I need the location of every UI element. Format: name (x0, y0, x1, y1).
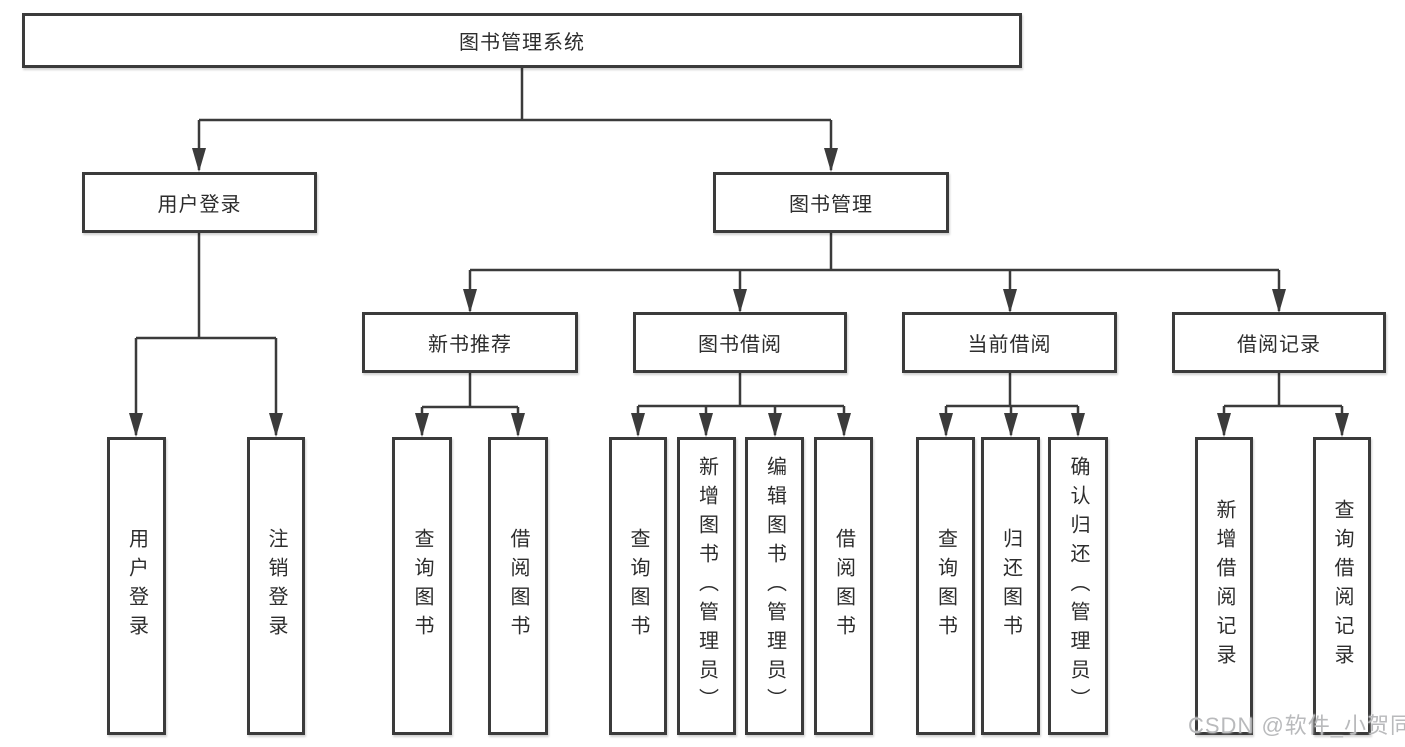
arrowheads (129, 148, 1349, 437)
node-label: 查询图书 (627, 528, 649, 644)
connector-root-to-level2 (197, 68, 833, 170)
leaf-user-login: 用户登录 (107, 437, 166, 735)
leaf-borrow-books: 借阅图书 (814, 437, 873, 735)
node-book-management: 图书管理 (713, 172, 949, 233)
arrow-down-icon (129, 413, 143, 437)
node-label: 归还图书 (999, 528, 1022, 644)
arrow-down-icon (1071, 413, 1085, 437)
node-label: 新书推荐 (428, 334, 512, 356)
arrow-down-icon (733, 289, 747, 313)
node-label: 编辑图书（管理员） (763, 455, 786, 717)
arrow-down-icon (824, 148, 838, 172)
csdn-watermark: CSDN @软件_小贺同学 (1188, 713, 1405, 738)
leaf-return-books: 归还图书 (981, 437, 1040, 735)
node-label: 查询图书 (934, 528, 957, 644)
node-label: 图书管理系统 (459, 32, 585, 54)
arrow-down-icon (415, 413, 429, 437)
connector-borrow-to-leaves (636, 373, 846, 435)
node-label: 借阅图书 (832, 528, 855, 644)
arrow-down-icon (1217, 413, 1231, 437)
node-label: 确认归还（管理员） (1067, 455, 1089, 717)
node-label: 新增借阅记录 (1213, 499, 1235, 673)
node-label: 借阅记录 (1237, 334, 1321, 356)
node-label: 图书借阅 (698, 334, 782, 356)
node-label: 注销登录 (265, 528, 287, 644)
arrow-down-icon (768, 413, 782, 437)
node-label: 图书管理 (789, 194, 873, 216)
node-label: 查询借阅记录 (1331, 499, 1353, 673)
arrow-down-icon (463, 289, 477, 313)
node-label: 当前借阅 (967, 334, 1052, 356)
arrow-down-icon (1004, 413, 1018, 437)
connector-bookmgmt-to-level3 (468, 233, 1281, 311)
arrow-down-icon (699, 413, 713, 437)
node-label: 用户登录 (157, 194, 242, 216)
node-library-management-system: 图书管理系统 (22, 13, 1022, 68)
arrow-down-icon (192, 148, 206, 172)
arrow-down-icon (511, 413, 525, 437)
leaf-query-books-current: 查询图书 (916, 437, 975, 735)
leaf-confirm-return-admin: 确认归还（管理员） (1048, 437, 1108, 735)
arrow-down-icon (1335, 413, 1349, 437)
arrow-down-icon (1272, 289, 1286, 313)
node-label: 查询图书 (411, 528, 433, 644)
arrow-down-icon (939, 413, 953, 437)
arrow-down-icon (837, 413, 851, 437)
node-current-borrowing: 当前借阅 (902, 312, 1117, 373)
node-label: 新增图书（管理员） (695, 455, 718, 717)
connector-newrec-to-leaves (420, 373, 520, 435)
connector-userlogin-to-leaves (134, 233, 278, 435)
leaf-query-borrow-record: 查询借阅记录 (1313, 437, 1371, 735)
node-label: 借阅图书 (507, 528, 529, 644)
node-user-login: 用户登录 (82, 172, 317, 233)
node-book-borrowing: 图书借阅 (633, 312, 847, 373)
leaf-logout: 注销登录 (247, 437, 305, 735)
connector-records-to-leaves (1222, 373, 1344, 435)
leaf-add-book-admin: 新增图书（管理员） (677, 437, 736, 735)
node-new-book-recommendation: 新书推荐 (362, 312, 578, 373)
leaf-add-borrow-record: 新增借阅记录 (1195, 437, 1253, 735)
node-label: 用户登录 (125, 528, 148, 644)
leaf-query-books-borrow: 查询图书 (609, 437, 667, 735)
leaf-edit-book-admin: 编辑图书（管理员） (745, 437, 804, 735)
arrow-down-icon (269, 413, 283, 437)
arrow-down-icon (631, 413, 645, 437)
arrow-down-icon (1003, 289, 1017, 313)
node-borrowing-records: 借阅记录 (1172, 312, 1386, 373)
leaf-query-books-recommend: 查询图书 (392, 437, 452, 735)
leaf-borrow-books-recommend: 借阅图书 (488, 437, 548, 735)
